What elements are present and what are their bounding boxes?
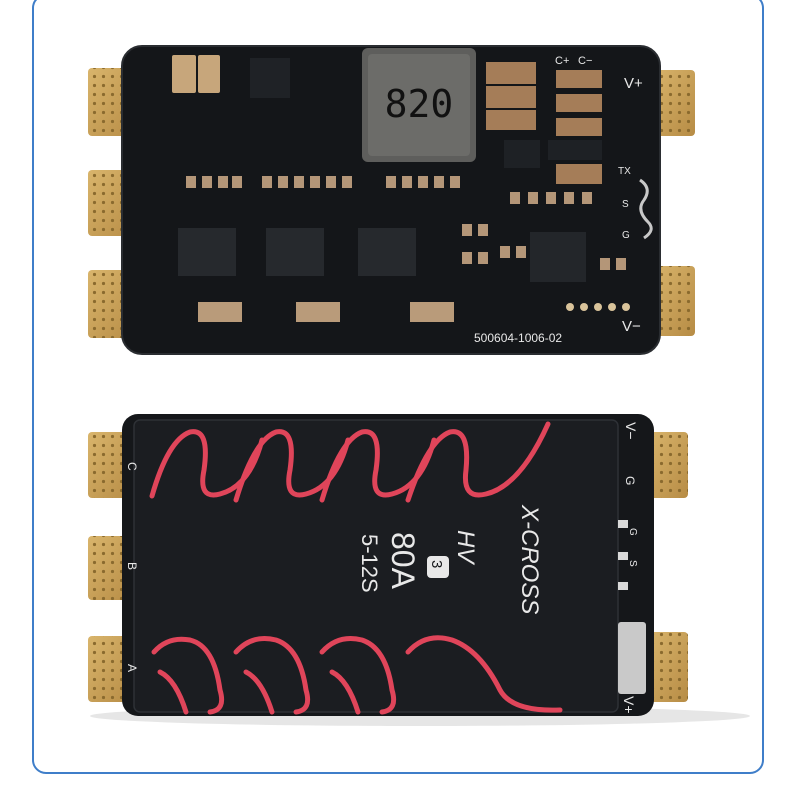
- s-label: S: [622, 199, 629, 210]
- bottom-s-pin-label: S: [627, 560, 638, 567]
- smd-components: [172, 55, 653, 322]
- phase-label-c: C: [125, 462, 139, 471]
- version-label: 3: [428, 560, 445, 568]
- top-v-plus-label: V+: [624, 75, 643, 92]
- bottom-g-label: G: [623, 476, 637, 485]
- g-label: G: [622, 230, 630, 241]
- cap-minus-label: C−: [578, 55, 592, 67]
- brand-label: X-CROSS: [516, 504, 543, 614]
- inductor-marking: 820: [385, 82, 454, 126]
- inductor: [362, 48, 476, 162]
- tx-label: TX: [618, 166, 631, 177]
- top-right-solder-pads: [650, 70, 695, 336]
- phase-label-b: B: [125, 562, 139, 570]
- bottom-g-pin-label: G: [627, 528, 638, 536]
- heatsink-wire-loops-top: [149, 421, 551, 503]
- top-esc-board: 820 C+ C− V+ TX S G V− 500604-1006-02: [88, 45, 695, 355]
- bottom-v-plus-label: V+: [621, 696, 637, 714]
- signal-pads: [618, 520, 628, 590]
- version-badge: [427, 556, 449, 578]
- heatsink-wire-loops-bottom: [151, 635, 563, 715]
- model-label: HV: [452, 530, 479, 565]
- phase-label-a: A: [125, 664, 139, 672]
- bottom-right-solder-pads: [648, 432, 688, 702]
- bottom-v-minus-label: V−: [623, 422, 639, 440]
- cell-rating: 5-12S: [357, 534, 382, 593]
- cap-plus-label: C+: [555, 55, 569, 67]
- connector-window: [618, 622, 646, 694]
- current-rating: 80A: [385, 532, 421, 590]
- bottom-esc-board: X-CROSS HV 3 80A 5-12S C B A V− G G S V+: [88, 414, 750, 726]
- top-v-minus-label: V−: [622, 318, 641, 335]
- serial-number: 500604-1006-02: [474, 331, 562, 345]
